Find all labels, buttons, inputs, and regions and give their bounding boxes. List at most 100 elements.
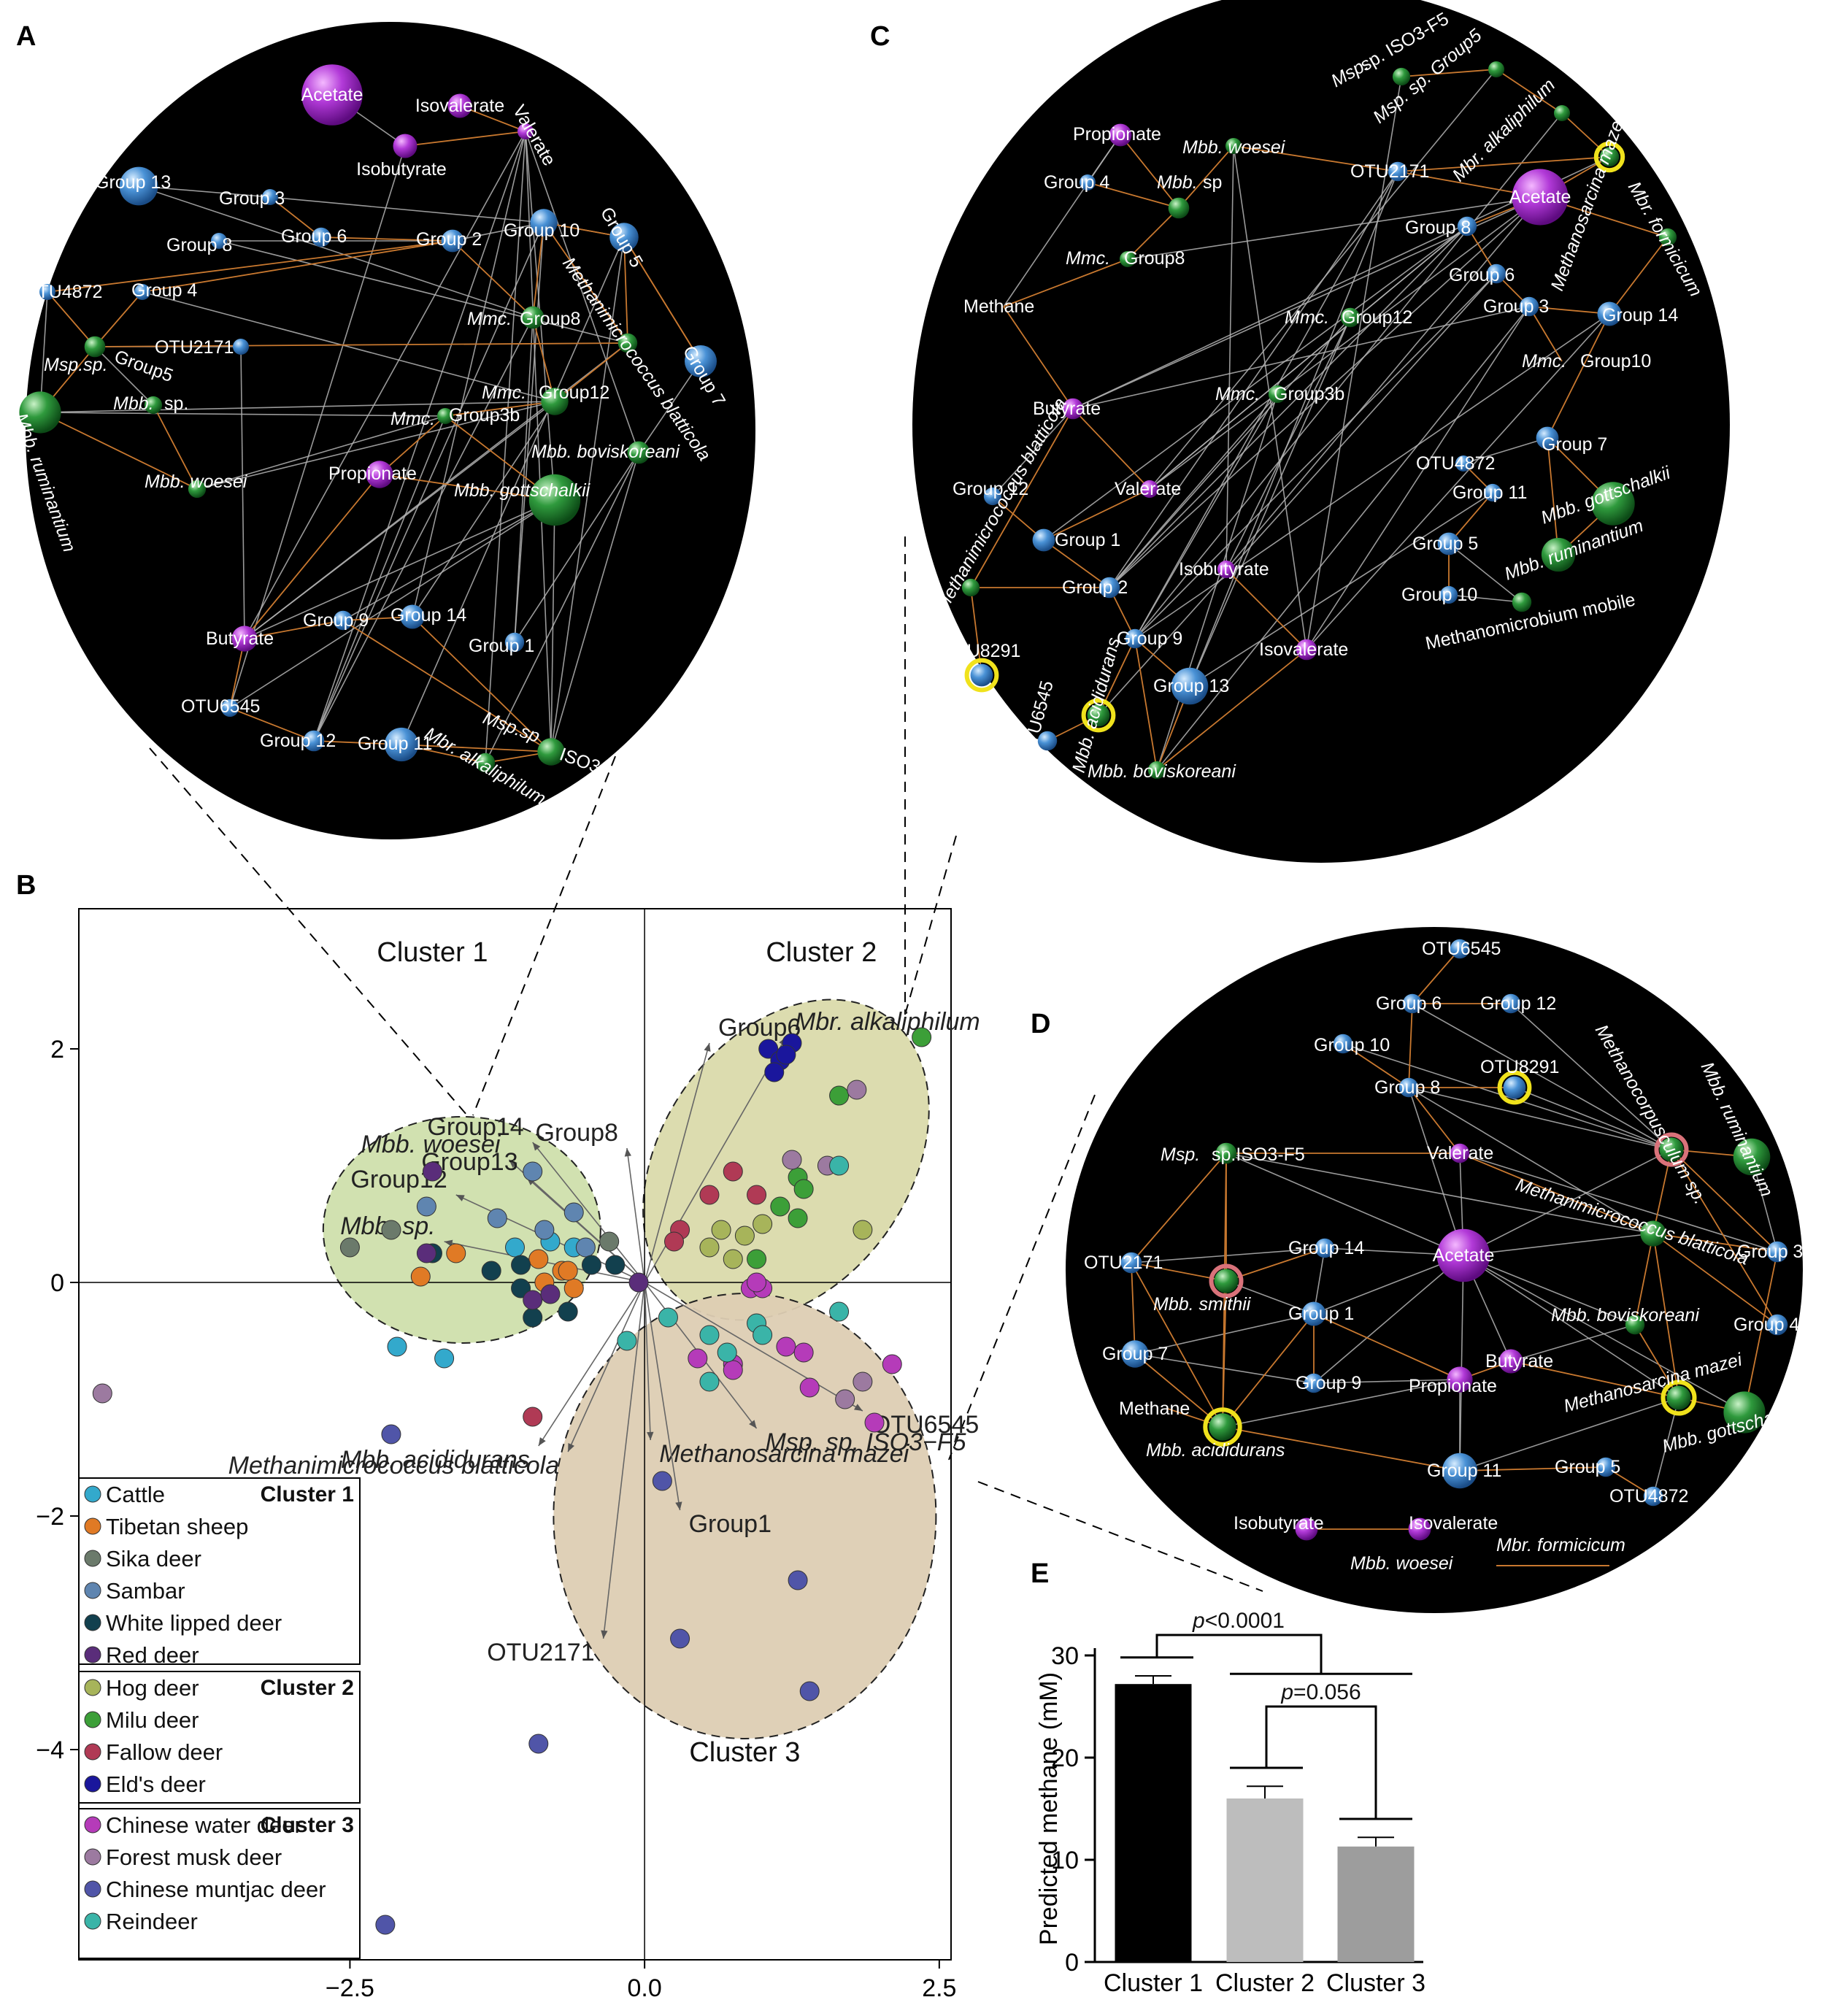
node-label-otu6545: OTU6545 <box>1422 939 1501 959</box>
node-group-7 <box>1536 426 1559 450</box>
vector-label-methanimicrococcus-blatticola: Methanimicrococcus blatticola <box>228 1452 560 1480</box>
node-label-group-9: Group 9 <box>1117 628 1182 649</box>
panel-label-c: C <box>870 21 890 52</box>
node-methanosarcina-mazei-ring <box>1593 141 1625 173</box>
legend-label-chinese-muntjac-deer: Chinese muntjac deer <box>106 1877 326 1902</box>
edge-gray <box>1109 171 1398 588</box>
node-label-group3b: Group3b <box>1274 384 1344 404</box>
node-methanosarcina-mazei <box>1666 1385 1691 1410</box>
node-butyrate <box>1062 398 1084 420</box>
node-label-group-5: Group 5 <box>1412 534 1478 554</box>
node-mmc-group8 <box>1120 251 1136 267</box>
edge-gray <box>244 131 526 639</box>
node-label-group-1: Group 1 <box>1055 530 1120 550</box>
legend-label-hog-deer: Hog deer <box>106 1675 199 1701</box>
connector-d-bottom <box>977 1481 1263 1592</box>
legend-swatch-sambar <box>84 1582 101 1599</box>
node-mbb-sp <box>144 396 163 415</box>
node-group-7 <box>1121 1340 1149 1368</box>
node-group-10 <box>1439 585 1458 604</box>
node-label-group10: Group10 <box>1580 351 1651 372</box>
zoom-connectors <box>149 536 1263 1592</box>
point-chinese-water-deer <box>723 1360 743 1380</box>
node-label-group-10: Group 10 <box>1401 585 1477 605</box>
point-forest-musk-deer <box>782 1150 802 1170</box>
bar-cluster-3 <box>1337 1846 1415 1962</box>
edge-gray <box>1043 226 1468 541</box>
edge-orange <box>1131 1153 1227 1263</box>
node-label-group-3: Group 3 <box>1483 296 1549 317</box>
edge-orange <box>1528 306 1610 315</box>
point-eld-s-deer <box>764 1062 785 1082</box>
node-group-14 <box>1315 1238 1335 1258</box>
edge-orange <box>1397 156 1610 172</box>
node-label-mmc: Mmc. <box>1522 351 1566 372</box>
legend-title-2: Cluster 2 <box>261 1676 354 1700</box>
node-isobutyrate <box>393 134 417 158</box>
node-acetate <box>301 64 363 126</box>
point-hog-deer <box>723 1249 743 1269</box>
node-mbb-gottschalkii <box>1591 482 1635 526</box>
node-otu6545 <box>1450 939 1470 959</box>
edge-gray <box>1514 1087 1672 1150</box>
node-otu4872 <box>1643 1486 1663 1507</box>
node-mmc-group3b <box>437 408 453 424</box>
edge-gray <box>1510 1003 1672 1150</box>
edge-orange <box>379 415 446 475</box>
y-axis-label: Predicted methane (mM) <box>1035 1672 1063 1945</box>
node-label-otu8291: OTU8291 <box>1480 1057 1559 1077</box>
node-label-group-8: Group 8 <box>166 235 232 255</box>
panel-label-e: E <box>1031 1558 1049 1589</box>
node-msp-sp-iso3-f5 <box>537 738 565 766</box>
node-group-9 <box>1125 628 1145 649</box>
edge-gray <box>1149 196 1541 490</box>
node-group-5 <box>1596 1457 1616 1477</box>
edge-gray <box>218 240 628 344</box>
node-isobutyrate <box>1217 560 1236 579</box>
node-mmc-group3b <box>1268 385 1287 404</box>
node-label-sp-iso3-f5: sp.ISO3-F5 <box>1212 1144 1305 1165</box>
edge-orange <box>1225 569 1307 650</box>
node-mbb-woesei <box>188 480 207 499</box>
edge-orange <box>1412 948 1461 1004</box>
y-tick-label: 20 <box>1051 1744 1079 1772</box>
node-otu8291-ring <box>964 658 999 693</box>
edge-orange <box>1131 1262 1223 1428</box>
vector-arrowhead-mbb-acididurans <box>538 1437 546 1446</box>
node-label-group-14: Group 14 <box>1288 1238 1364 1258</box>
edge-gray <box>1072 306 1530 409</box>
node-label-group8: Group8 <box>520 309 580 329</box>
node-label-group-6: Group 6 <box>281 226 347 247</box>
point-red-deer <box>422 1161 442 1182</box>
point-red-deer <box>523 1290 543 1310</box>
node-group-12 <box>1501 993 1521 1014</box>
vector-label-group1: Group1 <box>689 1510 771 1538</box>
p-value-2-p: p <box>1280 1680 1293 1704</box>
point-hog-deer <box>853 1220 873 1240</box>
node-label-acetate: Acetate <box>1433 1245 1495 1266</box>
edge-orange <box>1547 313 1610 439</box>
edge-orange <box>94 342 628 347</box>
edge-orange <box>1671 1149 1778 1253</box>
node-isovalerate <box>1408 1517 1431 1541</box>
node-mbb-ruminantium <box>19 391 61 434</box>
node-label-group-7: Group 7 <box>1542 434 1607 455</box>
point-red-deer <box>540 1284 561 1304</box>
edge-orange <box>1547 437 1559 555</box>
edge-gray <box>138 185 534 318</box>
legend-label-sika-deer: Sika deer <box>106 1546 201 1571</box>
node-label-msp: Msp. <box>1161 1144 1200 1165</box>
node-label-mbb-gottschalkii: Mbb. gottschalkii <box>454 480 591 501</box>
node-butyrate <box>1498 1349 1523 1374</box>
node-label-group-9: Group 9 <box>1296 1373 1361 1393</box>
point-milu-deer <box>793 1179 814 1199</box>
edge-orange <box>1087 182 1180 209</box>
legend-swatch-forest-musk-deer <box>84 1848 101 1866</box>
legend-label-reindeer: Reindeer <box>106 1909 198 1934</box>
edge-gray <box>1134 393 1278 639</box>
point-chinese-muntjac-deer <box>652 1471 672 1491</box>
connector-d-top <box>948 1094 1096 1461</box>
edge-gray <box>1109 226 1468 588</box>
vector-arrowhead-group1 <box>675 1501 682 1510</box>
node-mbb-boviskoreani <box>1147 761 1166 780</box>
